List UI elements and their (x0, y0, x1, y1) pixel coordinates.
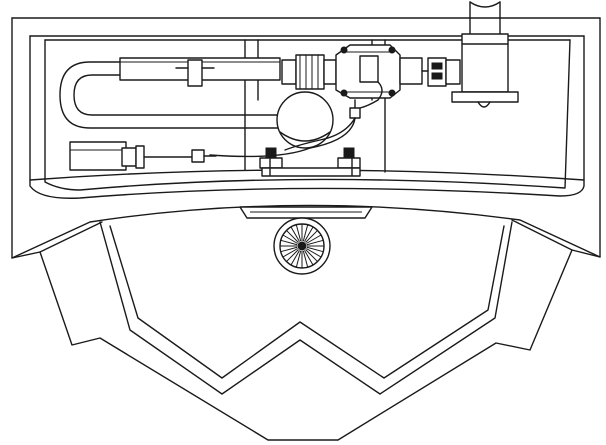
rosette-ray (290, 250, 300, 266)
thermocouple-wire (209, 81, 383, 158)
rosette-ray (305, 230, 318, 243)
rosette-ray (306, 246, 324, 253)
rosette-ray (280, 246, 298, 253)
rosette-ray (306, 234, 322, 244)
rosette-ray (295, 250, 302, 268)
rosette-ray (304, 250, 314, 266)
rosette-ray (302, 250, 309, 268)
rosette-ray (306, 248, 322, 258)
mounting-plate (239, 206, 373, 219)
outer-housing (11, 17, 601, 441)
lower-v-panel (99, 221, 513, 395)
rosette-ray (282, 248, 298, 258)
fan-rosette (273, 217, 331, 275)
rosette-ray (295, 224, 302, 242)
rosette-ray (306, 239, 324, 246)
inlet-pipe (451, 1, 519, 108)
electrodes (259, 147, 361, 177)
rosette-ray (304, 226, 314, 242)
rosette-ray (305, 249, 318, 262)
rosette-ray (286, 230, 299, 243)
rosette-ray (286, 249, 299, 262)
rosette-ray (302, 224, 309, 242)
rosette-ray (282, 234, 298, 244)
rosette-ray (290, 226, 300, 242)
rosette-ray (280, 239, 298, 246)
tube-fittings (281, 54, 337, 90)
gas-valve (335, 44, 401, 99)
burner-housing (276, 91, 334, 149)
union-fittings (399, 57, 461, 87)
pilot-igniter (69, 141, 217, 171)
